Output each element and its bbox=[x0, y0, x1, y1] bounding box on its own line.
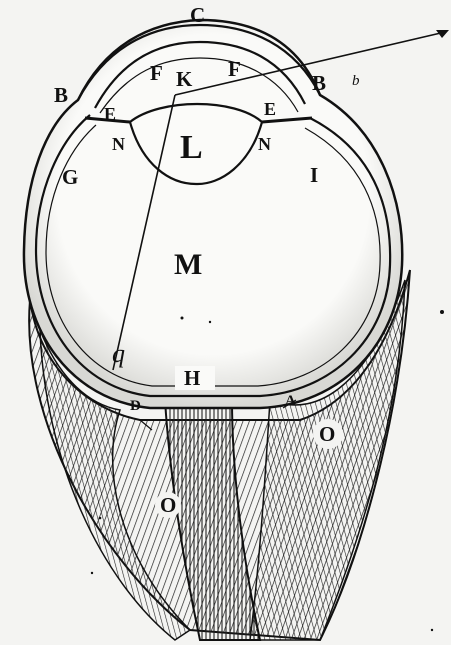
label-B-right: B bbox=[312, 71, 326, 95]
label-F-left: F bbox=[150, 61, 163, 85]
label-N-left: N bbox=[112, 134, 125, 154]
label-q: q bbox=[112, 339, 125, 368]
label-O-left: O bbox=[160, 493, 176, 517]
label-F-right: F bbox=[228, 57, 241, 81]
label-G: G bbox=[62, 165, 78, 189]
label-b-small: b bbox=[352, 73, 360, 89]
label-I: I bbox=[310, 163, 318, 187]
speck bbox=[431, 629, 433, 631]
speck bbox=[91, 572, 93, 574]
globe-outer-coat bbox=[24, 20, 402, 408]
label-L: L bbox=[180, 129, 203, 166]
speck bbox=[440, 310, 444, 314]
label-C: C bbox=[190, 3, 205, 27]
speck bbox=[99, 517, 102, 520]
label-N-right: N bbox=[258, 134, 271, 154]
speck bbox=[209, 321, 211, 323]
label-E-right: E bbox=[264, 99, 276, 119]
speck bbox=[181, 317, 184, 320]
label-K: K bbox=[176, 67, 193, 91]
label-O-right: O bbox=[319, 422, 335, 446]
label-A: A bbox=[285, 393, 296, 409]
label-E-left: E bbox=[104, 104, 116, 124]
label-B-left: B bbox=[54, 83, 68, 107]
label-H: H bbox=[184, 366, 200, 390]
label-M: M bbox=[174, 248, 202, 281]
label-D: D bbox=[130, 398, 141, 414]
